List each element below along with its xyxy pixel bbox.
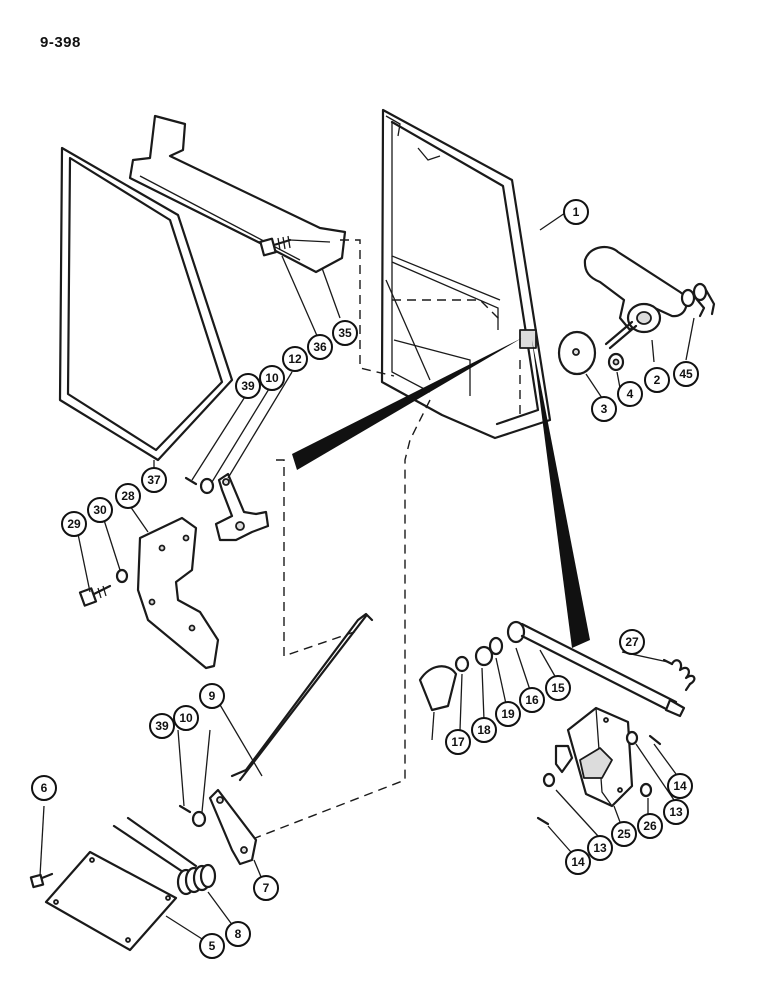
detail-wedges [292,338,590,648]
svg-text:25: 25 [617,827,631,841]
callout-part-13-right: 13 [663,799,689,825]
part-mounting-plate [136,516,220,670]
callout-part-1: 1 [563,199,589,225]
callout-part-5: 5 [199,933,225,959]
part-washers-18-19 [454,636,504,673]
callout-part-29: 29 [61,511,87,537]
svg-text:4: 4 [627,387,634,401]
callout-part-30: 30 [87,497,113,523]
svg-text:29: 29 [67,517,81,531]
svg-text:30: 30 [93,503,107,517]
part-washer-plate [557,330,597,376]
part-lower-lever [208,788,258,866]
svg-text:10: 10 [265,371,279,385]
svg-text:3: 3 [601,402,608,416]
callout-part-4: 4 [617,381,643,407]
part-knob [418,665,458,712]
svg-text:36: 36 [313,340,327,354]
svg-text:26: 26 [643,819,657,833]
callout-part-39-upper: 39 [235,373,261,399]
svg-text:18: 18 [477,723,491,737]
svg-text:17: 17 [451,735,465,749]
svg-text:13: 13 [669,805,683,819]
callout-part-39-lower: 39 [149,713,175,739]
part-spring [112,816,217,896]
part-clips-13-14 [536,730,662,826]
svg-text:2: 2 [654,373,661,387]
part-latch-spring [662,658,696,692]
svg-text:16: 16 [525,693,539,707]
callout-part-16: 16 [519,687,545,713]
part-nut-4 [607,352,625,372]
callout-part-10-lower: 10 [173,705,199,731]
svg-text:27: 27 [625,635,639,649]
part-door-handle [583,245,688,350]
part-washer-30 [115,568,129,584]
part-upper-linkage [184,472,270,542]
part-latch-body [554,706,634,808]
callout-part-7: 7 [253,875,279,901]
callout-part-36: 36 [307,334,333,360]
part-door-panel [380,108,552,440]
svg-text:39: 39 [155,719,169,733]
part-seal-frame [58,146,234,462]
svg-text:35: 35 [338,326,352,340]
callout-part-14-lower: 14 [565,849,591,875]
callout-part-35: 35 [332,320,358,346]
callout-part-2: 2 [644,367,670,393]
callout-part-8: 8 [225,921,251,947]
svg-text:13: 13 [593,841,607,855]
svg-text:14: 14 [673,779,687,793]
callout-part-9: 9 [199,683,225,709]
svg-text:1: 1 [573,205,580,219]
svg-text:5: 5 [209,939,216,953]
callout-part-15: 15 [545,675,571,701]
svg-text:37: 37 [147,473,161,487]
part-latch-rod [506,620,686,718]
part-bolt-29 [78,584,112,607]
svg-text:39: 39 [241,379,255,393]
svg-text:9: 9 [209,689,216,703]
part-lower-pin-washer [178,804,207,828]
svg-text:15: 15 [551,681,565,695]
callout-part-17: 17 [445,729,471,755]
svg-text:19: 19 [501,707,515,721]
callout-part-10-upper: 10 [259,365,285,391]
callout-part-27: 27 [619,629,645,655]
svg-text:28: 28 [121,489,135,503]
dashed-reference-lines [249,239,521,841]
leader-lines [39,212,695,945]
page-number: 9-398 [40,34,81,51]
callout-part-12: 12 [282,346,308,372]
part-rod [230,612,374,782]
callout-part-3: 3 [591,396,617,422]
svg-text:8: 8 [235,927,242,941]
callout-part-19: 19 [495,701,521,727]
callout-part-18: 18 [471,717,497,743]
svg-text:14: 14 [571,855,585,869]
callout-part-25: 25 [611,821,637,847]
callout-part-13-lower: 13 [587,835,613,861]
part-screw-6 [29,872,54,889]
callout-part-28: 28 [115,483,141,509]
part-support-bracket [128,114,347,274]
part-keys [680,282,716,318]
svg-text:6: 6 [41,781,48,795]
part-cover-plate [44,850,178,952]
svg-text:12: 12 [288,352,302,366]
callout-part-26: 26 [637,813,663,839]
svg-text:7: 7 [263,881,270,895]
callout-part-14-right: 14 [667,773,693,799]
svg-text:10: 10 [179,711,193,725]
part-bolt-36 [259,235,292,257]
callout-part-6: 6 [31,775,57,801]
callout-part-45: 45 [673,361,699,387]
callout-part-37: 37 [141,467,167,493]
svg-text:45: 45 [679,367,693,381]
